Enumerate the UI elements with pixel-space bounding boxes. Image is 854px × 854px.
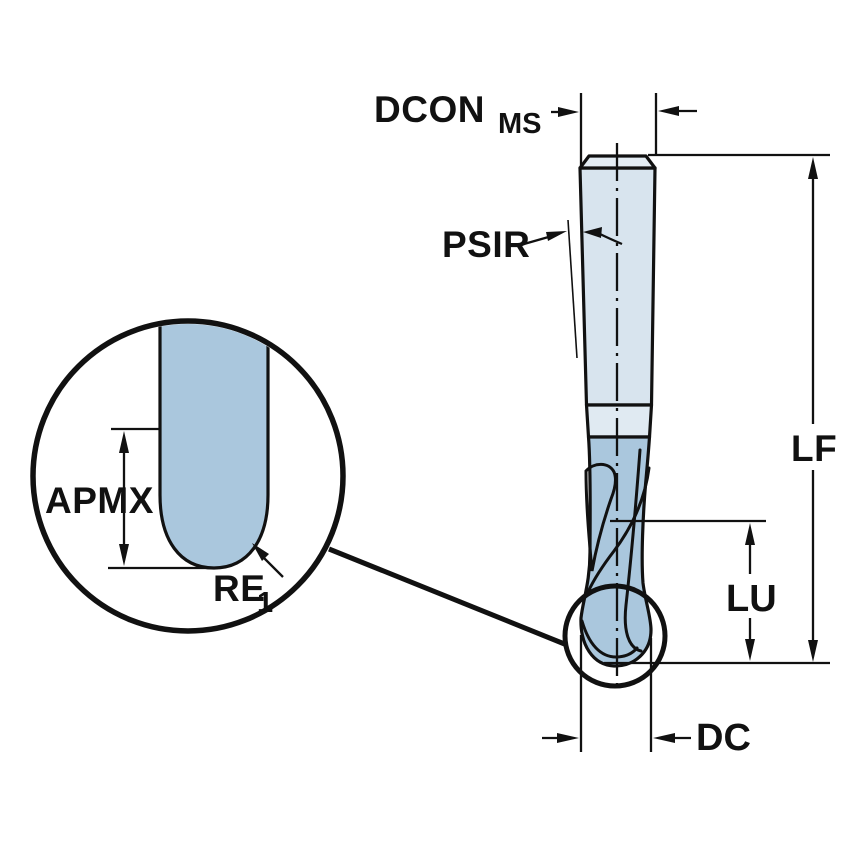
dc-arrow-right [653, 733, 675, 743]
dc-label: DC [696, 717, 751, 759]
apmx-arrow-down [119, 544, 129, 566]
magnifier-detail: APMX RE 1 [30, 318, 668, 689]
dcon-subscript: MS [498, 108, 542, 140]
flute-edge-diagonal [586, 466, 651, 594]
dcon-label: DCON [374, 89, 485, 130]
dc-arrow-left [557, 733, 579, 743]
detail-target-circle [562, 583, 668, 689]
magnifier-circle [30, 318, 346, 634]
re1-arrow [252, 543, 269, 561]
re1-subscript: 1 [257, 587, 273, 619]
psir-angle-arrow [583, 227, 602, 238]
dcon-arrow-right [658, 106, 679, 116]
re1-label: RE [213, 568, 265, 609]
lf-label: LF [791, 428, 837, 469]
psir-arrow [546, 231, 567, 241]
dcon-arrow-left [558, 107, 579, 117]
lf-arrow-down [808, 640, 818, 662]
psir-label: PSIR [442, 224, 530, 265]
lu-arrow-down [745, 639, 755, 661]
lf-dimension: LF [604, 153, 837, 665]
re1-arrow-tail [260, 554, 284, 578]
lu-label: LU [726, 578, 777, 620]
flute-edge-loop [584, 462, 617, 572]
tool-body [578, 143, 657, 690]
magnifier-connector-line [328, 546, 568, 648]
dcon-dimension: DCON MS [374, 89, 697, 167]
magnified-ball-nose [158, 324, 270, 570]
psir-annotation: PSIR [442, 219, 623, 359]
apmx-label: APMX [45, 480, 154, 521]
psir-taper-reference-line [567, 219, 578, 359]
lu-arrow-up [745, 523, 755, 545]
tool-neck [584, 403, 654, 439]
dc-dimension: DC [542, 635, 751, 759]
lu-dimension: LU [610, 519, 777, 661]
apmx-arrow-up [119, 431, 129, 453]
lf-arrow-up [808, 157, 818, 179]
psir-angle-arrow-curve [599, 232, 623, 246]
